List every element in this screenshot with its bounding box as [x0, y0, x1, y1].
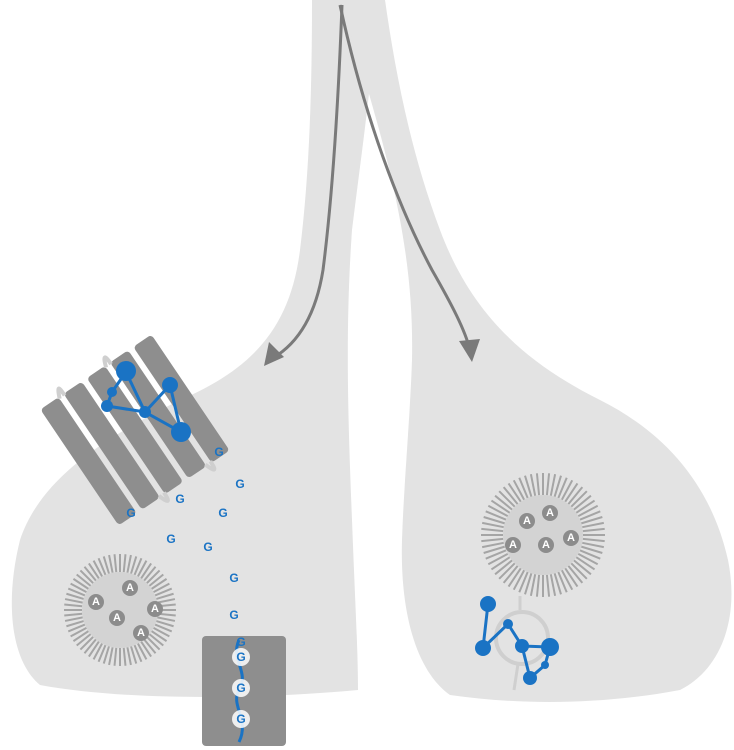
channel-g-marker: G	[236, 681, 245, 695]
a-marker: A	[113, 612, 121, 624]
a-marker: A	[523, 515, 531, 527]
vesicle-right	[481, 473, 605, 597]
g-marker: G	[166, 532, 175, 546]
g-marker: G	[126, 506, 135, 520]
a-marker: A	[567, 532, 575, 544]
a-marker: A	[546, 507, 554, 519]
g-marker: G	[214, 445, 223, 459]
a-marker: A	[137, 627, 145, 639]
g-marker: G	[235, 477, 244, 491]
a-marker: A	[92, 596, 100, 608]
g-marker: G	[175, 492, 184, 506]
a-marker: A	[509, 539, 517, 551]
a-marker: A	[151, 603, 159, 615]
g-marker: G	[218, 506, 227, 520]
g-marker: G	[229, 571, 238, 585]
g-marker: G	[203, 540, 212, 554]
g-marker: G	[229, 608, 238, 622]
g-marker: G	[236, 635, 245, 649]
channel-g-marker: G	[236, 650, 245, 664]
a-marker: A	[542, 539, 550, 551]
channel-g-marker: G	[236, 712, 245, 726]
a-marker: A	[126, 582, 134, 594]
